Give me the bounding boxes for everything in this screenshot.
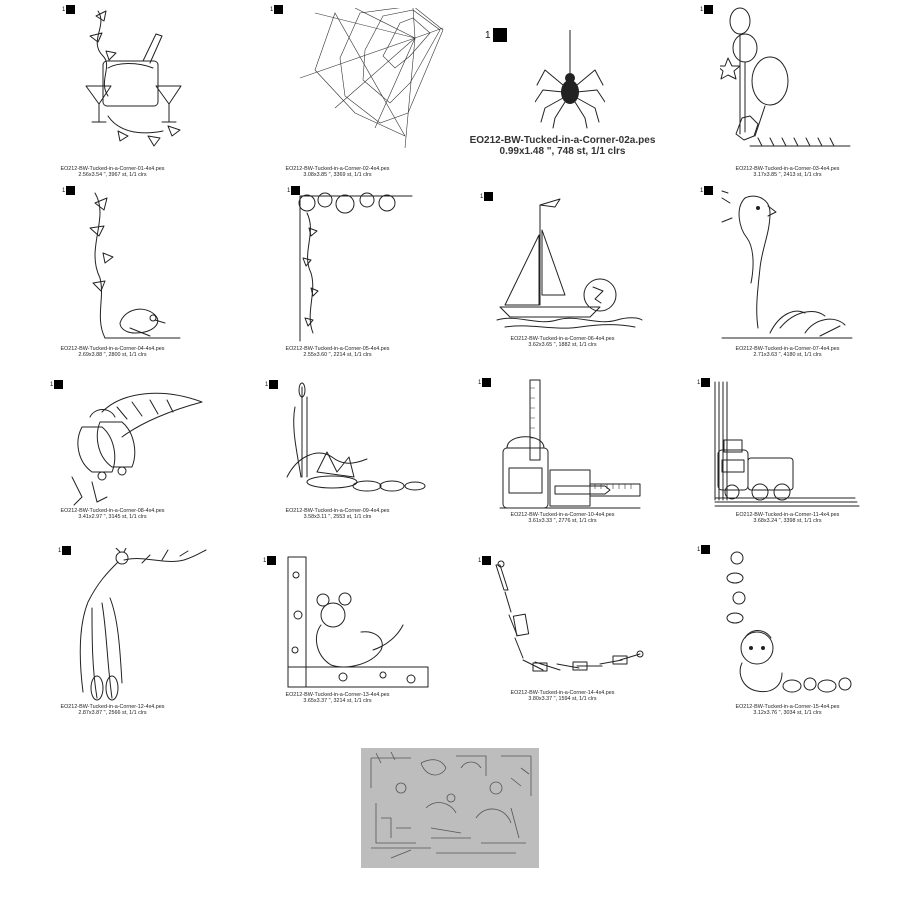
design-card-11[interactable]: 1 EO212-BW-Tucked-in-a-Corner-11-4x4.pes… (675, 360, 900, 540)
color-swatch: 1 (480, 192, 494, 201)
baby-pacifier-icon (726, 551, 852, 693)
color-swatch: 1 (62, 5, 76, 14)
stitched-sample-photo (361, 748, 539, 868)
design-card-12[interactable]: 1 EO212-BW-Tucked-in-a-Corner-12-4x4.pes… (0, 540, 225, 720)
design-stats: 3.12x3.76 ", 3034 st, 1/1 clrs (753, 710, 822, 717)
spider-icon (535, 30, 605, 129)
design-filename: EO212-BW-Tucked-in-a-Corner-02-4x4.pes (285, 166, 390, 172)
design-filename: EO212-BW-Tucked-in-a-Corner-13-4x4.pes (285, 692, 390, 698)
color-swatch: 1 (265, 380, 279, 389)
color-swatch: 1 (478, 378, 492, 387)
design-stats: 2.87x3.87 ", 2566 st, 1/1 clrs (78, 710, 147, 717)
design-stats: 2.55x3.60 ", 2214 st, 1/1 clrs (303, 352, 372, 359)
design-stats: 3.41x2.97 ", 3145 st, 1/1 clrs (78, 514, 147, 521)
design-stats: 3.68x3.24 ", 3398 st, 1/1 clrs (753, 518, 822, 525)
design-card-13[interactable]: 1 EO212-BW-Tucked-in-a-Corner-13-4x4.pes… (225, 540, 450, 720)
design-filename: EO212-BW-Tucked-in-a-Corner-01-4x4.pes (60, 166, 165, 172)
design-card-08[interactable]: 1 EO212-BW-Tucked-in-a-Corner-08-4x4.pes… (0, 360, 225, 540)
stitched-sample-photo-icon (361, 748, 539, 868)
design-filename: EO212-BW-Tucked-in-a-Corner-07-4x4.pes (735, 346, 840, 352)
design-stats: 3.65x3.37 ", 3214 st, 1/1 clrs (303, 698, 372, 705)
design-card-14[interactable]: 1 EO212-BW-Tucked-in-a-Corner-14-4x4.pes… (450, 540, 675, 720)
design-stats: 3.80x3.37 ", 1594 st, 1/1 clrs (528, 696, 597, 703)
parrot-icon (721, 190, 853, 339)
design-stats: 3.61x3.33 ", 2776 st, 1/1 clrs (528, 518, 597, 525)
color-swatch: 1 (270, 5, 284, 14)
school-supplies-icon (499, 379, 641, 509)
color-swatch: 1 (697, 378, 711, 387)
design-stats: 3.17x3.85 ", 2413 st, 1/1 clrs (753, 172, 822, 179)
design-card-03[interactable]: 1 EO212-BW-Tucked-in-a-Corner-03-4x4.pes… (675, 0, 900, 180)
design-stats: 2.56x3.54 ", 3967 st, 1/1 clrs (78, 172, 147, 179)
color-swatch: 1 (62, 186, 76, 195)
design-filename: EO212-BW-Tucked-in-a-Corner-03-4x4.pes (735, 166, 840, 172)
design-card-06[interactable]: 1 EO212-BW-Tucked-in-a-Corner-06-4x4.pes… (450, 180, 675, 360)
sailboat-icon (496, 198, 643, 329)
design-stats: 3.62x3.65 ", 1882 st, 1/1 clrs (528, 342, 597, 349)
design-filename: EO212-BW-Tucked-in-a-Corner-02a.pes (469, 135, 656, 146)
design-filename: EO212-BW-Tucked-in-a-Corner-05-4x4.pes (285, 346, 390, 352)
spider-web-icon (299, 8, 444, 149)
flower-vine-icon (298, 192, 413, 342)
peacock-icon (79, 548, 207, 701)
bells-ribbon-icon (71, 392, 203, 506)
design-stats: 3.58x3.11 ", 2553 st, 1/1 clrs (303, 514, 372, 521)
design-filename: EO212-BW-Tucked-in-a-Corner-14-4x4.pes (510, 690, 615, 696)
safety-pins-icon (495, 560, 644, 672)
design-filename: EO212-BW-Tucked-in-a-Corner-11-4x4.pes (735, 512, 840, 518)
design-card-05[interactable]: 1 EO212-BW-Tucked-in-a-Corner-05-4x4.pes… (225, 180, 450, 360)
color-swatch: 1 (263, 556, 277, 565)
design-stats: 3.08x3.85 ", 3369 st, 1/1 clrs (303, 172, 372, 179)
color-swatch: 1 (478, 556, 492, 565)
design-filename: EO212-BW-Tucked-in-a-Corner-08-4x4.pes (60, 508, 165, 514)
water-lily-icon (286, 382, 426, 492)
color-swatch: 1 (58, 546, 72, 555)
design-card-02[interactable]: 1 EO212-BW-Tucked-in-a-Corner-02-4x4.pes… (225, 0, 450, 180)
color-swatch: 1 (697, 545, 711, 554)
color-swatch: 1 (287, 186, 301, 195)
design-filename: EO212-BW-Tucked-in-a-Corner-09-4x4.pes (285, 508, 390, 514)
train-icon (714, 381, 860, 507)
design-card-15[interactable]: 1 EO212-BW-Tucked-in-a-Corner-15-4x4.pes… (675, 540, 900, 720)
design-card-09[interactable]: 1 EO212-BW-Tucked-in-a-Corner-09-4x4.pes… (225, 360, 450, 540)
mouse-cheese-icon (287, 556, 429, 688)
design-filename: EO212-BW-Tucked-in-a-Corner-06-4x4.pes (510, 336, 615, 342)
balloons-stars-icon (720, 7, 851, 147)
design-filename: EO212-BW-Tucked-in-a-Corner-04-4x4.pes (60, 346, 165, 352)
color-swatch: 1 (485, 28, 507, 42)
color-swatch: 1 (50, 380, 64, 389)
design-filename: EO212-BW-Tucked-in-a-Corner-10-4x4.pes (510, 512, 615, 518)
champagne-bucket-icon (85, 10, 182, 147)
bird-vine-icon (89, 192, 181, 339)
color-swatch: 1 (700, 5, 714, 14)
design-filename: EO212-BW-Tucked-in-a-Corner-12-4x4.pes (60, 704, 165, 710)
design-stats: 0.99x1.48 ", 748 st, 1/1 clrs (499, 146, 626, 157)
design-stats: 2.69x3.88 ", 2800 st, 1/1 clrs (78, 352, 147, 359)
color-swatch: 1 (700, 186, 714, 195)
design-filename: EO212-BW-Tucked-in-a-Corner-15-4x4.pes (735, 704, 840, 710)
design-card-10[interactable]: 1 EO212-BW-Tucked-in-a-Corner-10-4x4.pes… (450, 360, 675, 540)
design-card-04[interactable]: 1 EO212-BW-Tucked-in-a-Corner-04-4x4.pes… (0, 180, 225, 360)
design-card-01[interactable]: 1 EO212-BW-Tucked-in-a-Corner-01-4x4.pes… (0, 0, 225, 180)
design-stats: 2.71x3.63 ", 4180 st, 1/1 clrs (753, 352, 822, 359)
design-card-07[interactable]: 1 EO212-BW-Tucked-in-a-Corner-07-4x4.pes… (675, 180, 900, 360)
